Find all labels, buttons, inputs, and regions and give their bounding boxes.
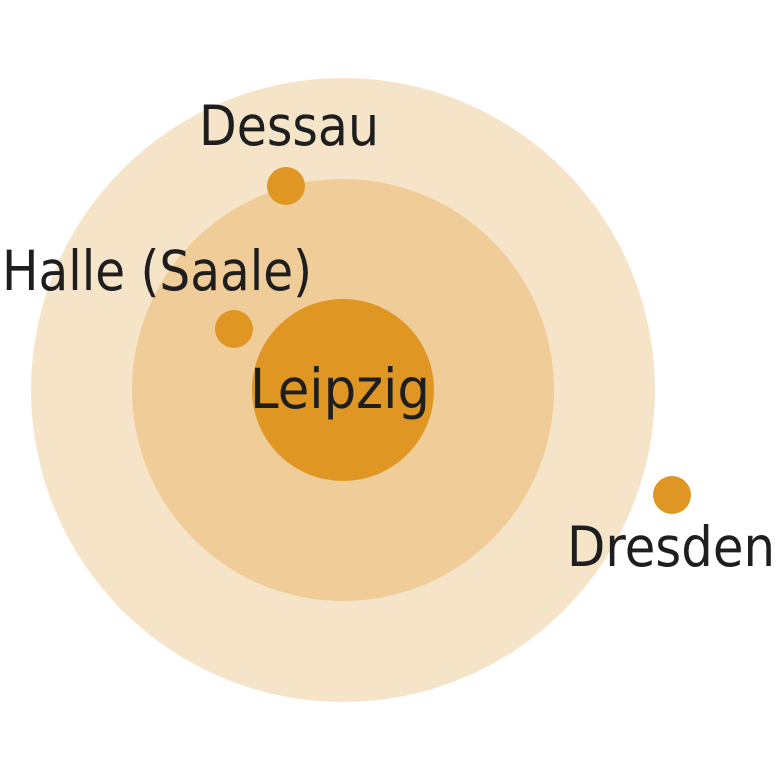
city-label-dresden: Dresden — [567, 515, 775, 579]
city-label-leipzig: Leipzig — [250, 357, 430, 421]
core-zone — [252, 299, 434, 481]
city-dot-dresden — [653, 476, 691, 514]
city-dot-dessau — [267, 167, 305, 205]
city-label-halle: Halle (Saale) — [2, 239, 312, 303]
city-dot-halle — [215, 310, 253, 348]
city-label-dessau: Dessau — [199, 94, 379, 158]
